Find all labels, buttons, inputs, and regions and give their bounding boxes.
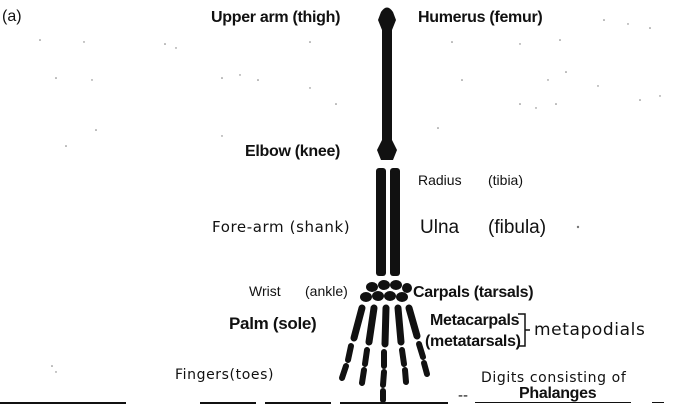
label-carpals: Carpals (tarsals) <box>413 285 533 301</box>
label-elbow: Elbow (knee) <box>245 144 340 160</box>
baseline-rule <box>340 402 448 404</box>
label-fore-arm: Fore-arm (shank) <box>212 220 350 235</box>
label-wrist: Wrist <box>249 284 281 298</box>
baseline-rule <box>652 402 664 403</box>
label-radius: Radius <box>418 173 462 187</box>
baseline-rule <box>475 402 631 403</box>
label-ulna: Ulna <box>420 218 459 237</box>
metacarpal-bones <box>354 308 417 344</box>
carpal-bones <box>360 280 412 302</box>
panel-letter: (a) <box>2 9 22 25</box>
label-dashes: -- <box>458 388 468 403</box>
label-upper-arm: Upper arm (thigh) <box>211 10 340 26</box>
label-fingers: Fingers(toes) <box>175 368 274 382</box>
label-metatarsals: (metatarsals) <box>425 334 521 350</box>
baseline-rule <box>0 402 126 404</box>
label-humerus: Humerus (femur) <box>418 10 542 26</box>
label-metacarpals: Metacarpals <box>430 313 519 329</box>
baseline-rule <box>200 402 256 404</box>
label-radius-alt: (tibia) <box>488 173 523 187</box>
label-wrist-alt: (ankle) <box>305 284 348 298</box>
phalanx-bones <box>342 344 427 400</box>
label-palm: Palm (sole) <box>229 315 316 332</box>
humerus-bone <box>377 8 397 161</box>
label-phalanges: Phalanges <box>519 386 596 402</box>
baseline-rule <box>265 402 331 404</box>
label-digits: Digits consisting of <box>481 371 626 385</box>
label-metapodials: metapodials <box>534 322 645 339</box>
label-ulna-alt: (fibula) <box>488 218 546 237</box>
radius-ulna-bones <box>376 168 400 276</box>
